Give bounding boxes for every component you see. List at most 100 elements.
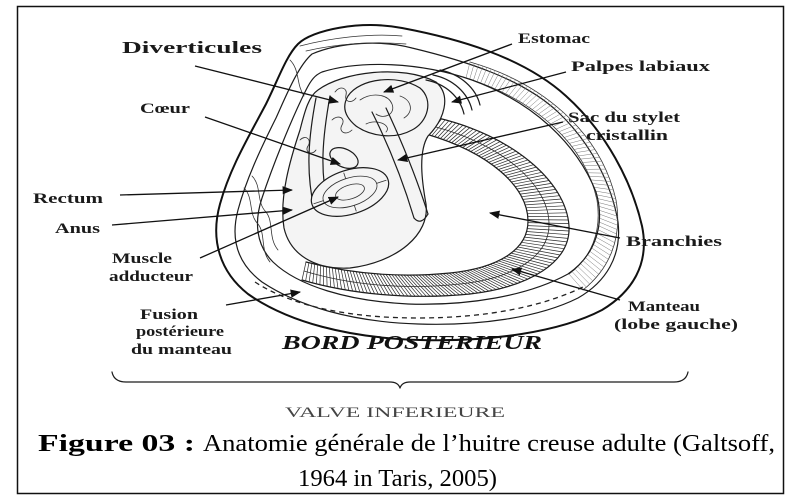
gill-lamella — [484, 147, 510, 159]
gill-lamella — [513, 178, 546, 185]
gill-lamella — [506, 257, 547, 268]
mantle-margin-line — [594, 240, 612, 251]
mantle-margin-line — [502, 78, 512, 92]
gill-lamella — [522, 242, 565, 248]
mantle-margin-line — [466, 62, 470, 78]
mantle-margin-line — [522, 91, 535, 104]
mantle-margin-hatching — [466, 62, 618, 290]
arrow-manteau — [512, 269, 620, 300]
gill-lamella — [525, 202, 563, 205]
mantle-margin-line — [495, 74, 504, 89]
mantle-margin-line — [589, 251, 606, 263]
mantle-margin-line — [593, 244, 611, 255]
gill-lamella — [371, 273, 382, 294]
mantle-margin-line — [470, 63, 475, 79]
mantle-margin-line — [548, 112, 564, 121]
mantle-margin-line — [491, 72, 499, 87]
mantle-margin-line — [574, 146, 593, 150]
gill-lamella — [511, 175, 544, 182]
mantle-margin-line — [598, 225, 617, 234]
gill-lamella — [489, 151, 516, 162]
arrow-rectum — [120, 190, 292, 195]
mantle-margin-line — [598, 214, 618, 221]
mantle-margin-line — [585, 258, 601, 271]
mantle-margin-line — [595, 237, 613, 247]
mantle-margin-line — [542, 107, 557, 117]
caption-figure-number: Figure 03 : — [38, 431, 195, 457]
label-manteau-line2: (lobe gauche) — [614, 317, 738, 333]
gill-lamella — [392, 275, 408, 296]
gill-lamella — [302, 262, 306, 280]
gill-lamella — [524, 199, 561, 202]
mantle-margin-line — [595, 191, 615, 194]
gill-lamella — [338, 269, 341, 289]
mantle-margin-line — [576, 150, 595, 153]
mantle-margin-line — [578, 267, 593, 282]
mantle-margin-line — [578, 153, 597, 156]
label-estomac: Estomac — [518, 31, 590, 47]
gill-lamella — [526, 206, 564, 208]
mantle-margin-outer — [470, 62, 618, 290]
gill-lamella — [479, 268, 515, 285]
valve-brace — [112, 372, 688, 388]
gill-lamella — [335, 269, 338, 289]
mantle-margin-line — [519, 89, 531, 102]
gill-lamella — [438, 122, 453, 138]
label-bord-posterieur: BORD POSTERIEUR — [281, 332, 542, 354]
label-muscle-adducteur-line1: Muscle — [112, 251, 172, 267]
label-rectum: Rectum — [33, 191, 104, 207]
label-muscle-adducteur-line2: adducteur — [109, 269, 193, 285]
gill-lamella — [481, 145, 506, 157]
mantle-margin-line — [589, 176, 609, 177]
gill-lamella — [486, 149, 513, 161]
gill-lamella — [350, 271, 356, 292]
arrow-branchies — [490, 213, 620, 238]
mantle-margin-line — [596, 195, 616, 199]
mantle-margin-line — [598, 222, 617, 230]
mantle-margin-line — [526, 93, 539, 105]
gill-lamella — [491, 153, 519, 164]
mantle-margin-line — [535, 101, 549, 112]
gill-lamella — [332, 268, 334, 288]
label-branchies: Branchies — [626, 234, 722, 250]
label-diverticules: Diverticules — [122, 38, 263, 57]
mantle-margin-line — [532, 98, 546, 109]
arrow-diverticules — [195, 66, 338, 102]
label-sac-du-stylet-line1: Sac du stylet — [568, 110, 680, 126]
mantle-margin-line — [575, 269, 590, 284]
mantle-margin-line — [594, 187, 614, 190]
gill-lamella — [440, 123, 456, 139]
gill-lamella — [454, 129, 473, 144]
caption-line2: 1964 in Taris, 2005) — [298, 466, 497, 492]
mantle-margin-line — [587, 254, 604, 267]
gill-lamella — [374, 274, 386, 295]
label-sac-du-stylet-line2: cristallin — [586, 128, 669, 144]
mantle-margin-line — [572, 272, 586, 288]
label-palpes-labiaux: Palpes labiaux — [571, 59, 711, 75]
mantle-margin-line — [592, 184, 612, 186]
gill-lamella — [460, 132, 480, 147]
gill-lamella — [494, 155, 522, 165]
mantle-margin-line — [591, 180, 611, 182]
mantle-margin-line — [581, 264, 596, 278]
gill-lamella — [446, 125, 463, 140]
gill-lamella — [329, 267, 330, 287]
arrow-anus — [112, 210, 292, 225]
gill-lamella — [449, 126, 467, 141]
gill-lamella — [452, 128, 470, 143]
mantle-margin-line — [581, 157, 600, 159]
mantle-margin-line — [591, 248, 608, 260]
gill-lamella — [383, 274, 397, 295]
gill-lamella — [320, 266, 321, 285]
figure-caption: Figure 03 : Anatomie générale de l’huitr… — [38, 431, 775, 492]
label-valve-inferieure: VALVE INFERIEURE — [285, 405, 505, 421]
gill-lamella — [353, 271, 360, 292]
caption-line1: Anatomie générale de l’huitre creuse adu… — [203, 431, 775, 457]
gill-lamella — [443, 124, 459, 140]
label-fusion-line2: postérieure — [136, 324, 224, 340]
mantle-margin-line — [598, 218, 617, 226]
label-anus: Anus — [55, 221, 100, 237]
mantle-margin-line — [545, 109, 560, 119]
gill-lamella — [528, 223, 569, 224]
gill-lamella — [511, 253, 552, 263]
